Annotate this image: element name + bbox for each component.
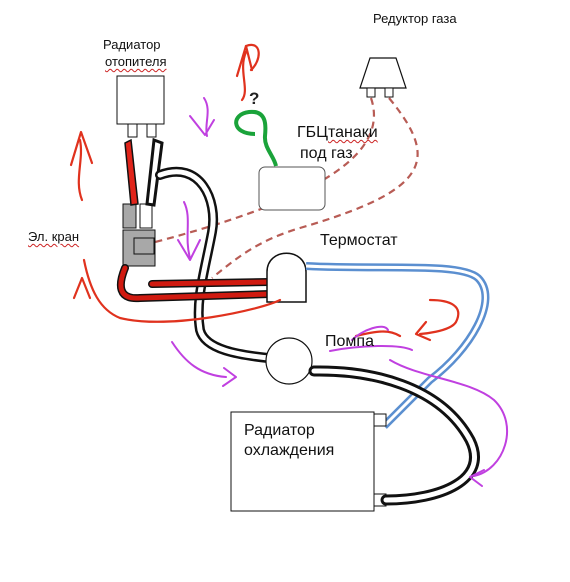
cylinder-head-brand: танаки [328, 124, 378, 141]
gas-reducer-label: Редуктор газа [373, 11, 457, 26]
thermostat-label: Термостат [320, 232, 398, 249]
heater-label-line1: Радиатор [103, 37, 161, 52]
heater-radiator [116, 75, 165, 138]
cooling-radiator-label-line1: Радиатор [244, 422, 315, 439]
pump-circle [265, 337, 313, 385]
gas-reducer [359, 57, 407, 98]
cylinder-head-label-line2: под газ [300, 145, 353, 162]
heater-inlet-hose-red [124, 138, 139, 206]
heater-return-hose [155, 166, 273, 363]
electric-valve [122, 203, 156, 267]
cooling-radiator [230, 411, 387, 512]
heater-label-line2: отопителя [105, 54, 167, 69]
green-hose [234, 109, 278, 167]
pump-label: Помпа [325, 333, 374, 350]
thermostat-body [266, 252, 307, 303]
cylinder-head-box [258, 166, 326, 211]
heater-outlet-hose-black [145, 137, 164, 207]
el-valve-label: Эл. кран [28, 229, 80, 244]
cylinder-head-abbrev: ГБЦ [297, 124, 328, 141]
pump-radiator-hose [308, 365, 480, 506]
flow-arrows-purple [171, 97, 509, 487]
hot-coolant-hose [116, 264, 274, 303]
flow-arrows-red [69, 43, 460, 342]
cooling-radiator-label-line2: охлаждения [244, 442, 335, 459]
cylinder-head-label-line1: ГБЦтанаки [297, 124, 378, 142]
gas-lines [139, 97, 419, 279]
question-mark: ? [249, 89, 259, 108]
thermostat-radiator-line [305, 262, 490, 429]
